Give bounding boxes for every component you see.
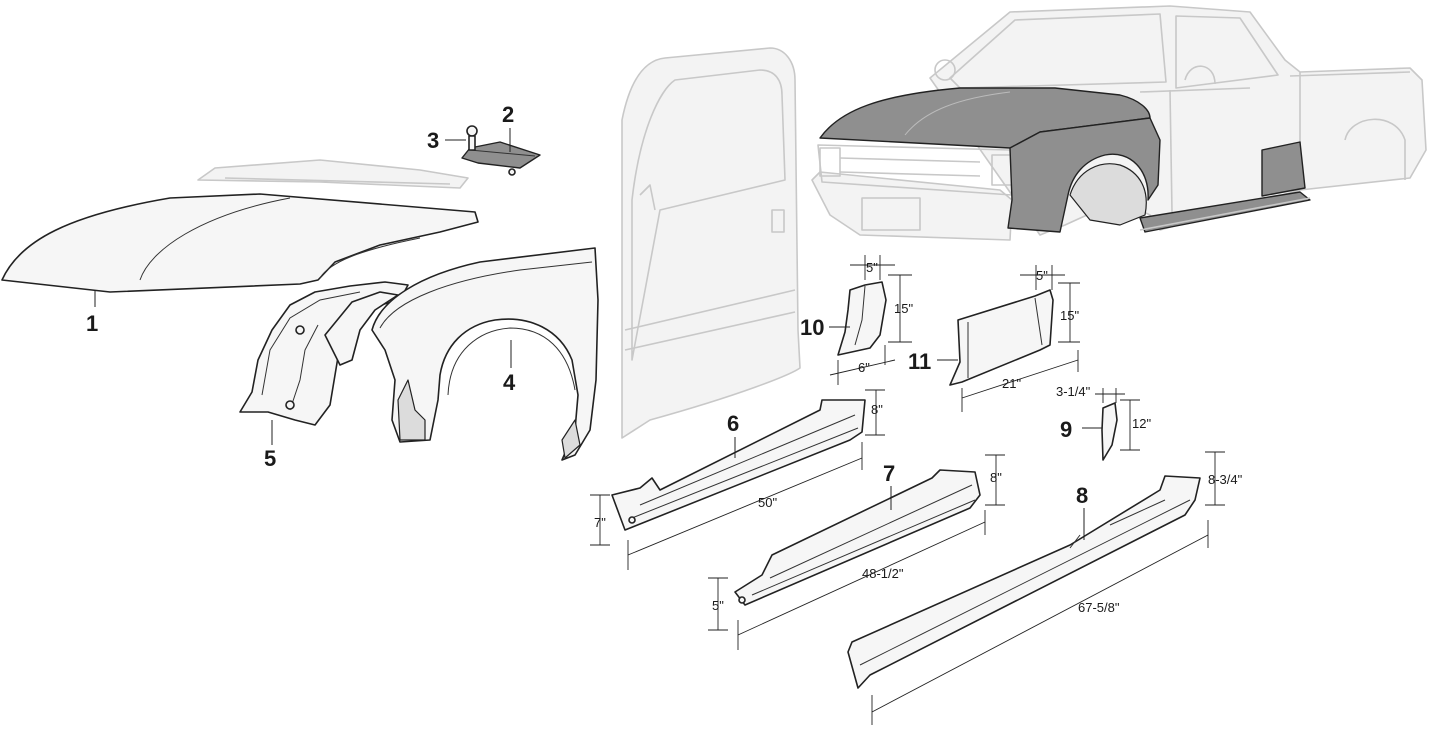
callout-9: 9 [1060,417,1072,442]
rocker-7-part [734,469,981,606]
callout-10: 10 [800,315,824,340]
rocker-6-part [611,399,866,531]
callout-3: 3 [427,128,439,153]
callout-6: 6 [727,411,739,436]
bolt-part [466,125,478,151]
leader-lines [94,128,1102,540]
dim-p10-height: 15" [894,301,913,316]
callout-8: 8 [1076,483,1088,508]
door-reference-illustration [621,47,801,439]
callout-7: 7 [883,461,895,486]
callout-5: 5 [264,446,276,471]
dimension-lines [590,255,1225,725]
dim-p8-length: 67-5/8" [1078,600,1120,615]
hood-part [1,159,479,293]
dim-p7-height-right: 8" [990,470,1002,485]
dim-p7-height-left: 5" [712,598,724,613]
cab-corner-10-part [837,281,887,356]
cab-corner-9-part [1101,402,1118,461]
dim-p9-top: 3-1/4" [1056,384,1091,399]
callout-1: 1 [86,311,98,336]
dim-p6-length: 50" [758,495,777,510]
callout-4: 4 [503,370,516,395]
dim-p11-height: 15" [1060,308,1079,323]
truck-reference-illustration [811,5,1427,241]
dim-p10-top: 5" [866,260,878,275]
dim-p9-height: 12" [1132,416,1151,431]
fender-part [371,247,599,461]
hood-bracket-part [461,141,541,176]
rocker-8-part [847,475,1201,689]
callout-2: 2 [502,102,514,127]
inner-fender-part [239,281,409,426]
dim-p6-height-right: 8" [871,402,883,417]
callout-11: 11 [908,349,931,374]
dim-p8-height: 8-3/4" [1208,472,1243,487]
dim-p10-bottom: 6" [858,360,870,375]
dim-p11-length: 21" [1002,376,1021,391]
dim-p11-top: 5" [1036,268,1048,283]
cab-corner-11-part [949,289,1054,386]
dim-p6-height-left: 7" [594,515,606,530]
dim-p7-length: 48-1/2" [862,566,904,581]
